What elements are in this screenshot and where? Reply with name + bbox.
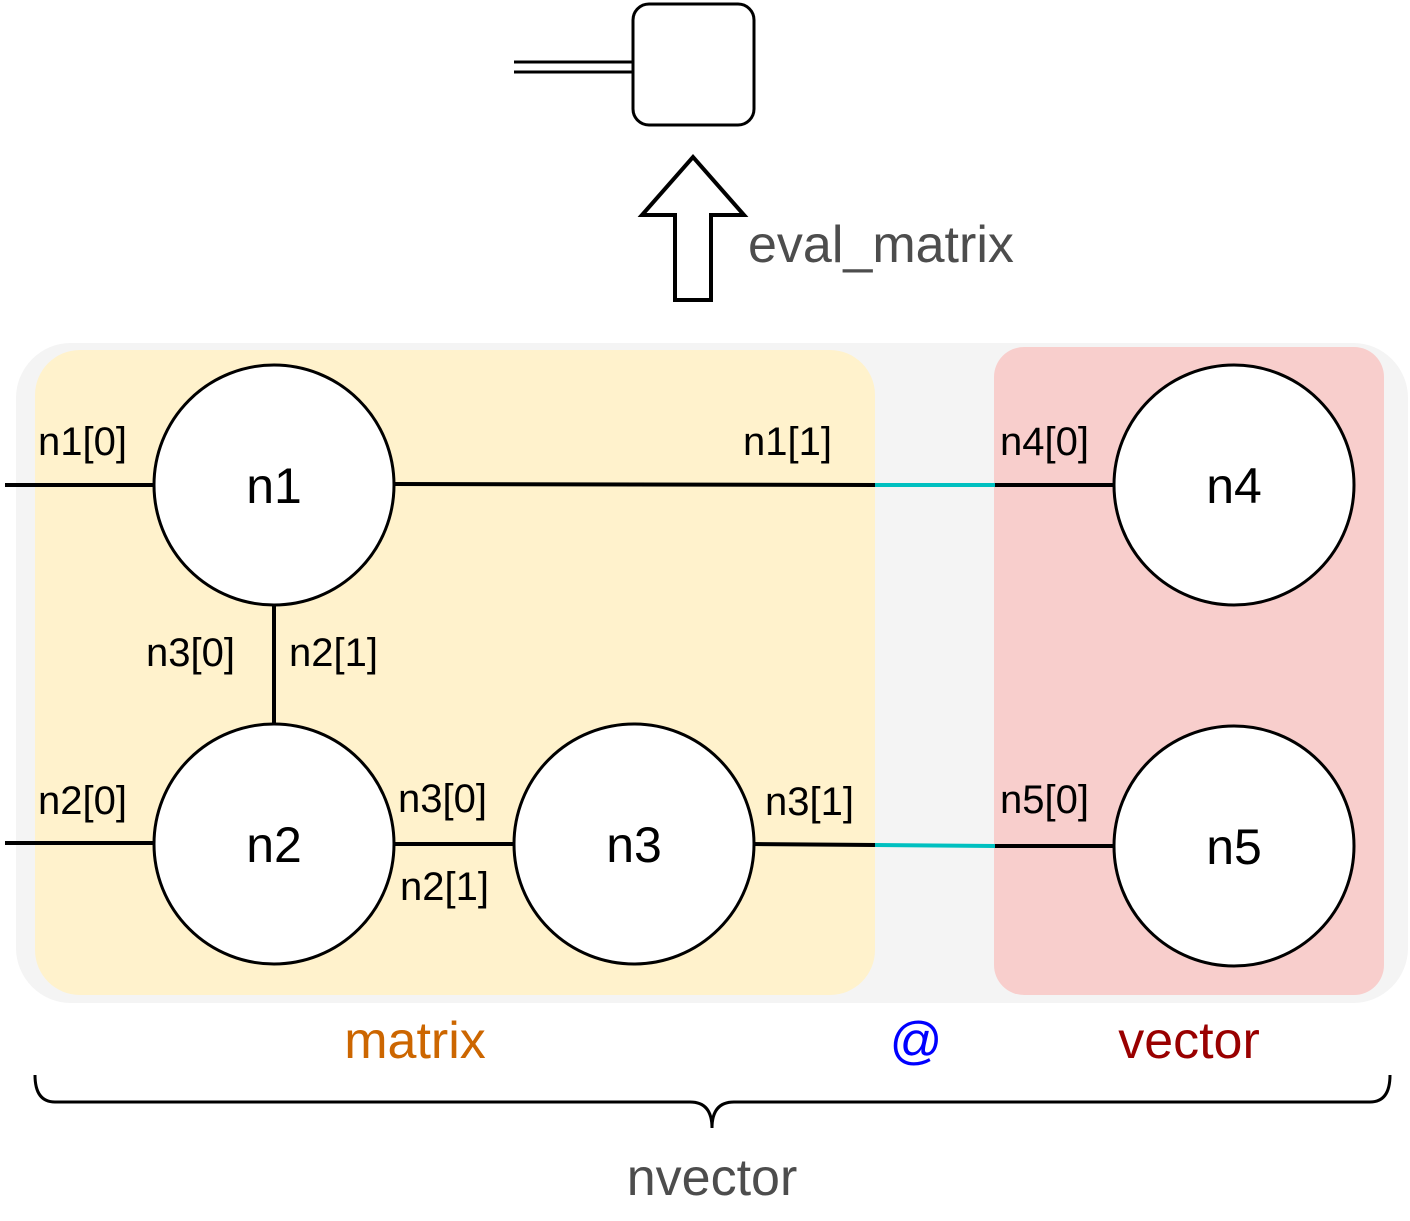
node-n4: n4 — [1112, 363, 1356, 607]
brace-label: nvector — [627, 1149, 798, 1207]
link-n3-n5 — [874, 843, 996, 848]
edge-n1-right — [394, 482, 876, 487]
edge-label-n2-1-vertical: n2[1] — [289, 631, 378, 675]
node-n3-label: n3 — [606, 817, 662, 873]
curly-brace-icon — [33, 1074, 1392, 1129]
result-tensor — [514, 2, 756, 127]
up-arrow-icon — [637, 153, 749, 302]
node-n4-circle — [1112, 363, 1356, 607]
node-n1: n1 — [152, 363, 396, 607]
edge-label-n5-0: n5[0] — [1000, 778, 1089, 822]
node-n3-circle — [512, 722, 756, 966]
edge-label-n1-0: n1[0] — [38, 420, 127, 464]
node-n1-circle — [152, 363, 396, 607]
node-n3: n3 — [512, 722, 756, 966]
operation-label: eval_matrix — [748, 216, 1014, 274]
edge-n3-right — [752, 842, 876, 847]
at-operator-label: @ — [890, 1012, 943, 1070]
result-box — [631, 2, 756, 127]
node-n2-label: n2 — [246, 817, 302, 873]
edges — [5, 482, 1115, 848]
node-n1-label: n1 — [246, 458, 302, 514]
edge-label-n3-0-vertical: n3[0] — [146, 631, 235, 675]
edge-label-n2-0: n2[0] — [38, 779, 127, 823]
node-n4-label: n4 — [1206, 458, 1262, 514]
edge-label-n3-0-horizontal: n3[0] — [398, 777, 487, 821]
edge-label-n2-1-horizontal: n2[1] — [400, 865, 489, 909]
node-n5: n5 — [1112, 724, 1356, 968]
node-n5-circle — [1112, 724, 1356, 968]
node-n5-label: n5 — [1206, 819, 1262, 875]
edge-label-n1-1: n1[1] — [743, 420, 832, 464]
matrix-label: matrix — [344, 1012, 486, 1070]
node-n2-circle — [152, 722, 396, 966]
edge-label-n4-0: n4[0] — [1000, 420, 1089, 464]
vector-label: vector — [1118, 1012, 1260, 1070]
node-n2: n2 — [152, 722, 396, 966]
edge-label-n3-1: n3[1] — [765, 780, 854, 824]
edge-labels: n1[0] n1[1] n4[0] n3[0] n2[1] n2[0] n3[0… — [38, 420, 1089, 909]
